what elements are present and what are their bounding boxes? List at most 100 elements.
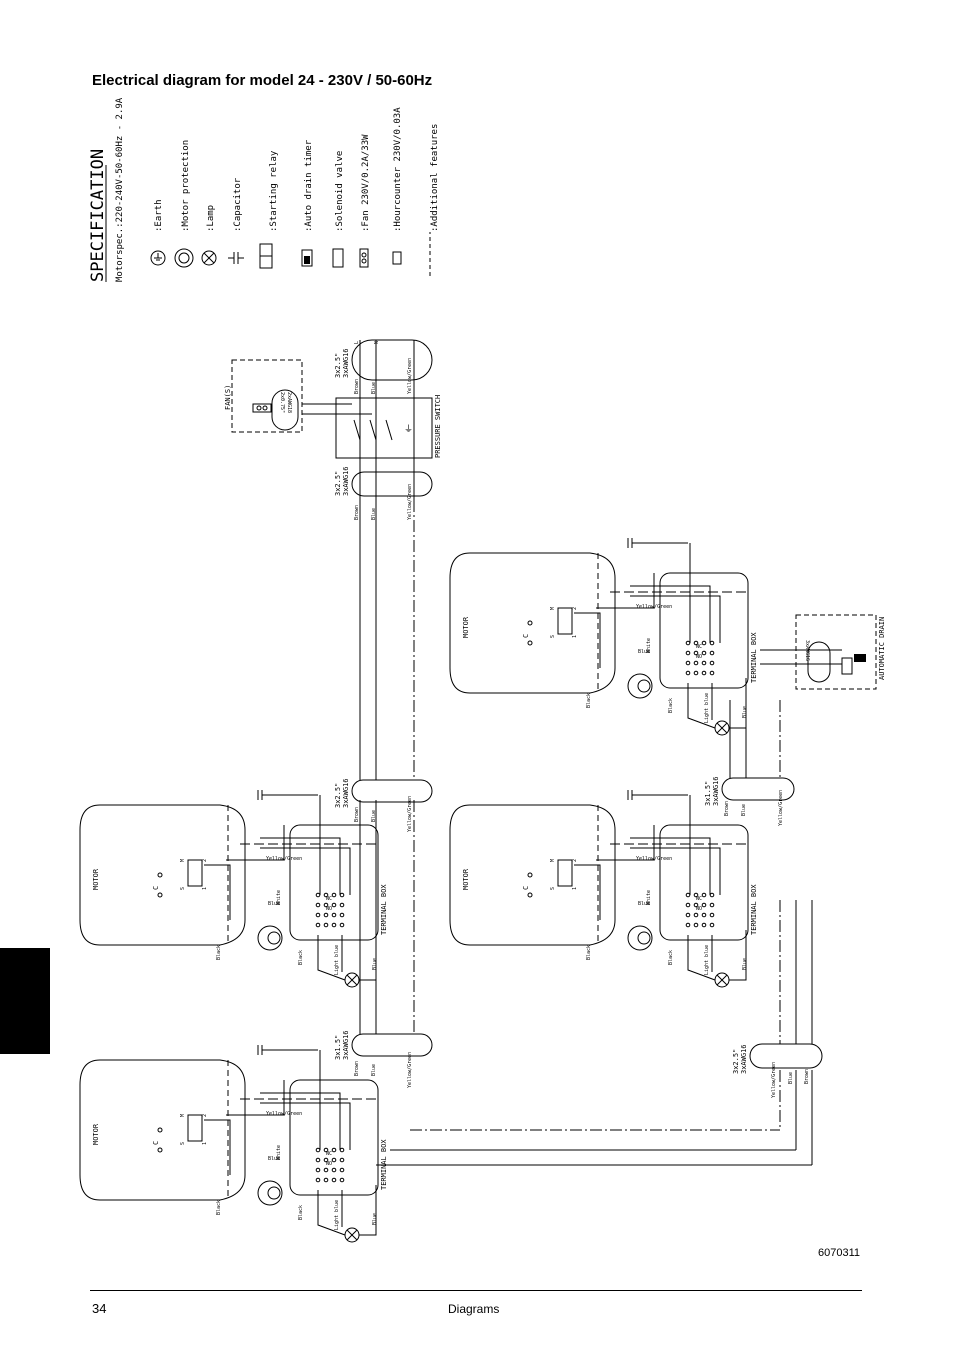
interconnect-wiring [376,340,842,1166]
svg-text:3xAWG16: 3xAWG16 [712,776,720,806]
svg-text:NC: NC [696,896,702,902]
svg-text:3xAWG16: 3xAWG16 [342,466,350,496]
svg-text:C: C [522,634,530,638]
svg-text::Auto drain timer: :Auto drain timer [304,139,314,232]
svg-text:Black: Black [216,1200,222,1215]
svg-text:Light blue: Light blue [334,1200,340,1230]
motor-protection-icon [174,248,194,268]
side-tab-marker [0,948,50,1054]
fan-icon [359,248,369,268]
terminal-box [289,1079,379,1196]
svg-text:Brown: Brown [354,379,360,394]
motor-housing [79,804,246,946]
section-name: Diagrams [448,1302,500,1316]
svg-text:Yellow/Green: Yellow/Green [407,1052,413,1088]
drawing-reference: 6070311 [818,1247,861,1259]
cable-gland-main-2: 3x2.5" 3xAWG16 [334,466,433,497]
svg-text:3xAWG16: 3xAWG16 [342,1030,350,1060]
starting-relay-icon [557,859,573,887]
svg-text:S: S [550,635,556,638]
svg-text:Black: Black [668,950,674,965]
svg-text:White: White [276,890,282,905]
svg-text:2xAWG18: 2xAWG18 [286,392,292,413]
page-number: 34 [92,1301,107,1316]
svg-text:TERMINAL BOX: TERMINAL BOX [750,632,758,683]
svg-text:MOTOR: MOTOR [92,1123,100,1145]
motor-protection-icon [627,673,653,699]
svg-text::Additional features: :Additional features [430,124,440,232]
motorspec-text: Motorspec.:220-240V-50-60Hz - 2.9A [115,97,125,282]
motor-protection-icon [257,925,283,951]
svg-text:N: N [374,341,380,344]
svg-text::Motor protection: :Motor protection [181,140,191,232]
svg-text:Black: Black [298,950,304,965]
drain-timer-icon [301,249,313,267]
svg-text:Blue: Blue [638,649,650,655]
svg-text:NC: NC [326,896,332,902]
main-trunk [359,340,415,1034]
svg-text:Blue: Blue [372,1213,378,1225]
svg-text:2x0.75": 2x0.75" [279,392,285,413]
svg-text:Black: Black [216,945,222,960]
svg-text:Blue: Blue [371,1064,377,1076]
cable-gland-right-bottom: 3x2.5" 3xAWG16 Yellow/Green Blue Brown [732,1043,823,1098]
svg-text:Yellow/Green: Yellow/Green [407,358,413,394]
starting-relay-icon [187,859,203,887]
svg-text:Blue: Blue [741,804,747,816]
svg-text:3x2.5": 3x2.5" [334,471,342,496]
svg-text:1: 1 [202,887,208,890]
svg-text:Yellow/Green: Yellow/Green [778,790,784,826]
svg-text:3xAWG16: 3xAWG16 [804,640,810,661]
svg-text::Starting relay: :Starting relay [269,150,279,232]
motor-housing [449,552,616,694]
svg-text:3x2.5": 3x2.5" [334,783,342,808]
fans-label: FAN(S) [224,385,232,410]
svg-text:Light blue: Light blue [704,693,710,723]
pressure-switch-label: PRESSURE SWITCH [434,395,442,458]
motor-housing [449,804,616,946]
svg-text:1: 1 [202,1142,208,1145]
svg-text:Black: Black [298,1205,304,1220]
svg-text:Blue: Blue [638,901,650,907]
svg-text:Brown: Brown [804,1069,810,1084]
automatic-drain-label: AUTOMATIC DRAIN [878,617,886,680]
svg-text:Black: Black [668,698,674,713]
svg-text:TERMINAL BOX: TERMINAL BOX [380,884,388,935]
svg-text:Yellow/Green: Yellow/Green [407,484,413,520]
starting-relay-icon [187,1114,203,1142]
cable-gland-right-1: 3x1.5" 3xAWG16 Brown Blue Yellow/Green [704,776,795,826]
footer-rule [90,1290,862,1291]
pressure-switch: PRESSURE SWITCH ⏚ [335,395,442,459]
svg-text:Light blue: Light blue [704,945,710,975]
terminal-box [659,572,749,689]
svg-text:3xAWG16: 3xAWG16 [342,348,350,378]
svg-text:S: S [180,1142,186,1145]
terminal-box [289,824,379,941]
svg-text:3x1.5": 3x1.5" [704,781,712,806]
svg-text:Blue: Blue [268,901,280,907]
svg-text:Blue: Blue [788,1072,794,1084]
svg-text:Blue: Blue [372,958,378,970]
svg-text:Light blue: Light blue [334,945,340,975]
lamp-icon [201,250,217,266]
svg-text:3xAWG16: 3xAWG16 [342,778,350,808]
svg-text:Blue: Blue [742,958,748,970]
svg-text::Hourcounter 230V/0.03A: :Hourcounter 230V/0.03A [393,107,403,232]
svg-text:NO: NO [696,654,702,660]
cable-gland-left-1: 3x2.5" 3xAWG16 Brown Blue Yellow/Green [334,778,433,832]
svg-text:TERMINAL BOX: TERMINAL BOX [750,884,758,935]
svg-text:2: 2 [202,859,208,862]
svg-text:2: 2 [572,859,578,862]
svg-text:MOTOR: MOTOR [462,868,470,890]
svg-text:S: S [180,887,186,890]
svg-text:Blue: Blue [268,1156,280,1162]
svg-text:Blue: Blue [371,810,377,822]
svg-text::Lamp: :Lamp [206,205,216,232]
svg-text:Black: Black [586,693,592,708]
svg-text:NC: NC [696,644,702,650]
starting-relay-icon [259,243,273,269]
